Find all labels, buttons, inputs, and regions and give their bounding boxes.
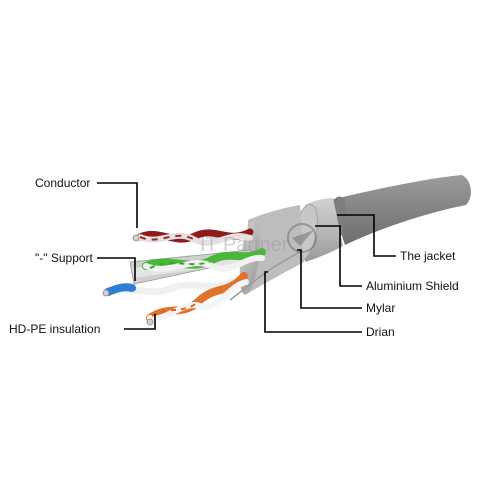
label-shield: Aluminium Shield <box>366 279 459 293</box>
pair-green <box>142 248 266 272</box>
leader-insulation <box>124 314 156 330</box>
pair-orange <box>146 272 249 326</box>
watermark-logo <box>287 223 317 253</box>
conductor-tip <box>132 234 140 242</box>
outer-jacket <box>323 175 471 248</box>
leader-mylar <box>297 249 362 309</box>
leader-conductor <box>97 182 138 228</box>
leader-shield <box>315 225 362 287</box>
leader-lines <box>97 182 396 333</box>
label-insulation: HD-PE insulation <box>9 322 100 336</box>
label-conductor: Conductor <box>35 176 90 190</box>
drain-wire <box>229 251 301 301</box>
pair-blue <box>102 278 236 297</box>
watermark-text: IT Partner <box>200 234 289 256</box>
label-support: "-" Support <box>35 251 94 265</box>
label-jacket: The jacket <box>400 249 456 263</box>
pair-brown <box>132 228 254 246</box>
leader-drain <box>264 271 362 333</box>
leader-jacket <box>337 214 396 257</box>
label-mylar: Mylar <box>366 301 395 315</box>
leader-support <box>97 257 136 281</box>
label-drain: Drian <box>366 325 395 339</box>
